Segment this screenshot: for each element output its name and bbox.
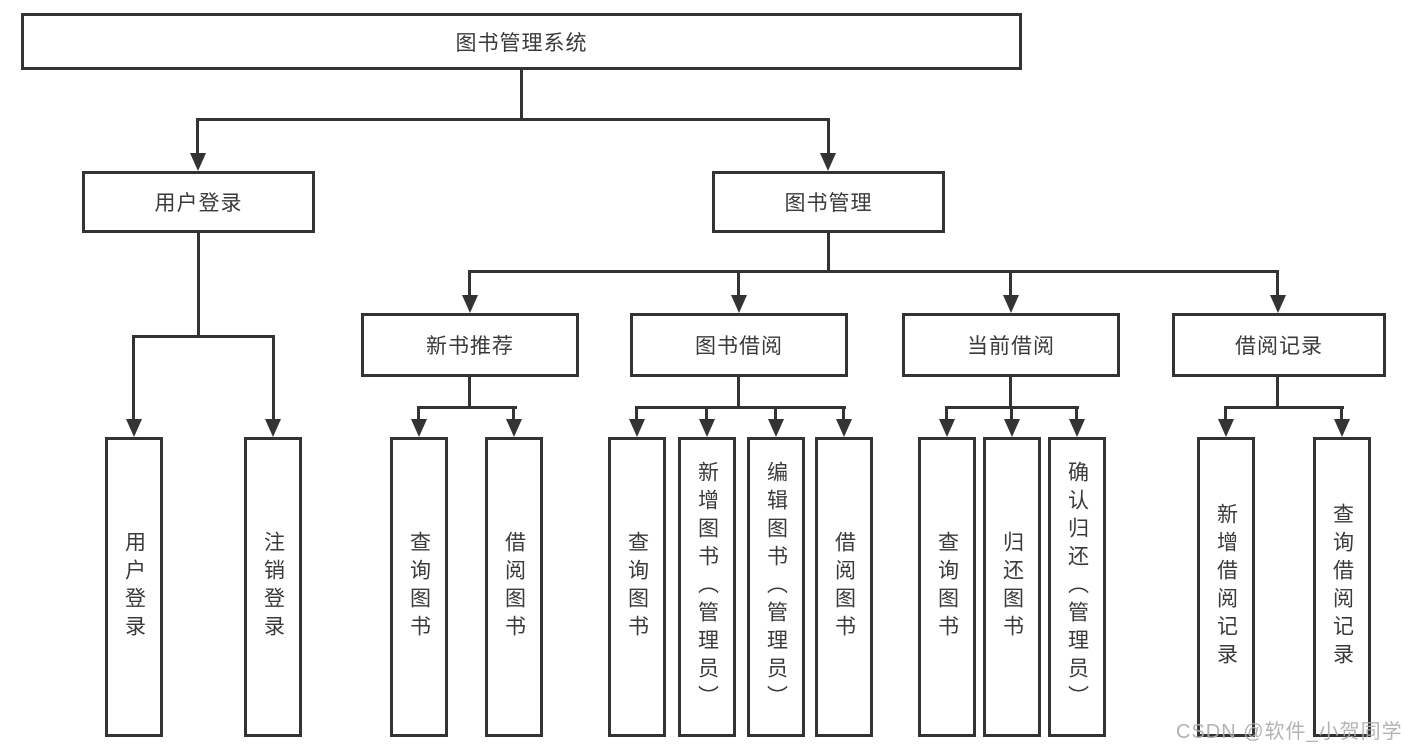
arrowhead-down-icon — [836, 419, 852, 437]
connector-v-line — [737, 270, 740, 297]
connector-v-line — [827, 233, 830, 272]
connector-v-line — [945, 406, 948, 422]
leaf-query-books-borrow: 查询图书 — [608, 437, 666, 737]
csdn-watermark: CSDN @软件_小贺同学 — [1176, 721, 1403, 743]
node-new-book-recommend-label: 新书推荐 — [426, 335, 514, 358]
leaf-user-login-label: 用户登录 — [122, 531, 146, 643]
node-user-login-label: 用户登录 — [154, 192, 243, 215]
node-new-book-recommend: 新书推荐 — [361, 313, 579, 377]
connector-h-line — [133, 335, 275, 338]
arrowhead-down-icon — [820, 153, 836, 171]
connector-v-line — [774, 406, 777, 422]
arrowhead-down-icon — [1218, 419, 1234, 437]
connector-v-line — [1009, 377, 1012, 408]
connector-h-line — [417, 406, 517, 409]
arrowhead-down-icon — [506, 419, 522, 437]
connector-v-line — [1010, 406, 1013, 422]
connector-v-line — [520, 68, 523, 120]
connector-h-line — [1224, 406, 1344, 409]
connector-v-line — [1009, 270, 1012, 297]
leaf-logout-label: 注销登录 — [261, 531, 285, 643]
node-user-login: 用户登录 — [82, 171, 315, 233]
node-root: 图书管理系统 — [21, 13, 1022, 70]
connector-v-line — [737, 377, 740, 408]
arrowhead-down-icon — [190, 153, 206, 171]
node-book-management-label: 图书管理 — [784, 192, 873, 215]
leaf-confirm-return-admin: 确认归还（管理员） — [1048, 437, 1106, 737]
leaf-logout: 注销登录 — [244, 437, 302, 737]
leaf-query-borrow-record: 查询借阅记录 — [1313, 437, 1371, 737]
node-current-borrow: 当前借阅 — [902, 313, 1120, 377]
connector-v-line — [1276, 377, 1279, 408]
connector-v-line — [1276, 270, 1279, 297]
connector-v-line — [827, 118, 830, 156]
connector-v-line — [1224, 406, 1227, 422]
arrowhead-down-icon — [1004, 419, 1020, 437]
arrowhead-down-icon — [699, 419, 715, 437]
leaf-add-borrow-record: 新增借阅记录 — [1197, 437, 1255, 737]
connector-v-line — [196, 118, 199, 156]
connector-v-line — [468, 270, 471, 297]
leaf-confirm-return-admin-label: 确认归还（管理员） — [1065, 461, 1089, 713]
node-book-management: 图书管理 — [712, 171, 945, 233]
arrowhead-down-icon — [731, 295, 747, 313]
leaf-borrow-books-recommend: 借阅图书 — [485, 437, 543, 737]
leaf-return-book: 归还图书 — [983, 437, 1041, 737]
connector-v-line — [512, 406, 515, 422]
connector-v-line — [417, 406, 420, 422]
leaf-borrow-books-label: 借阅图书 — [832, 531, 856, 643]
arrowhead-down-icon — [1069, 419, 1085, 437]
arrowhead-down-icon — [629, 419, 645, 437]
leaf-return-book-label: 归还图书 — [1000, 531, 1024, 643]
connector-v-line — [468, 377, 471, 408]
leaf-query-books-current: 查询图书 — [918, 437, 976, 737]
leaf-add-book-admin: 新增图书（管理员） — [678, 437, 736, 737]
connector-v-line — [842, 406, 845, 422]
leaf-borrow-books-recommend-label: 借阅图书 — [502, 531, 526, 643]
arrowhead-down-icon — [1334, 419, 1350, 437]
leaf-query-books-recommend: 查询图书 — [390, 437, 448, 737]
node-borrow-records-label: 借阅记录 — [1235, 335, 1323, 358]
leaf-edit-book-admin-label: 编辑图书（管理员） — [764, 461, 788, 713]
arrowhead-down-icon — [462, 295, 478, 313]
leaf-add-borrow-record-label: 新增借阅记录 — [1214, 503, 1238, 671]
arrowhead-down-icon — [126, 419, 142, 437]
leaf-query-books-recommend-label: 查询图书 — [407, 531, 431, 643]
leaf-user-login: 用户登录 — [105, 437, 163, 737]
connector-h-line — [196, 118, 830, 121]
node-current-borrow-label: 当前借阅 — [967, 335, 1055, 358]
node-borrow-records: 借阅记录 — [1172, 313, 1386, 377]
node-book-borrow-label: 图书借阅 — [695, 335, 783, 358]
connector-v-line — [132, 335, 135, 421]
connector-v-line — [272, 335, 275, 421]
arrowhead-down-icon — [265, 419, 281, 437]
arrowhead-down-icon — [1270, 295, 1286, 313]
connector-v-line — [197, 233, 200, 337]
arrowhead-down-icon — [1003, 295, 1019, 313]
leaf-query-borrow-record-label: 查询借阅记录 — [1330, 503, 1354, 671]
node-book-borrow: 图书借阅 — [630, 313, 848, 377]
connector-v-line — [635, 406, 638, 422]
connector-h-line — [468, 270, 1279, 273]
connector-h-line — [635, 406, 846, 409]
leaf-add-book-admin-label: 新增图书（管理员） — [695, 461, 719, 713]
leaf-borrow-books: 借阅图书 — [815, 437, 873, 737]
leaf-query-books-current-label: 查询图书 — [935, 531, 959, 643]
arrowhead-down-icon — [411, 419, 427, 437]
node-root-label: 图书管理系统 — [455, 31, 588, 55]
connector-v-line — [1340, 406, 1343, 422]
connector-v-line — [1075, 406, 1078, 422]
leaf-query-books-borrow-label: 查询图书 — [625, 531, 649, 643]
arrowhead-down-icon — [768, 419, 784, 437]
arrowhead-down-icon — [939, 419, 955, 437]
leaf-edit-book-admin: 编辑图书（管理员） — [747, 437, 805, 737]
connector-v-line — [705, 406, 708, 422]
